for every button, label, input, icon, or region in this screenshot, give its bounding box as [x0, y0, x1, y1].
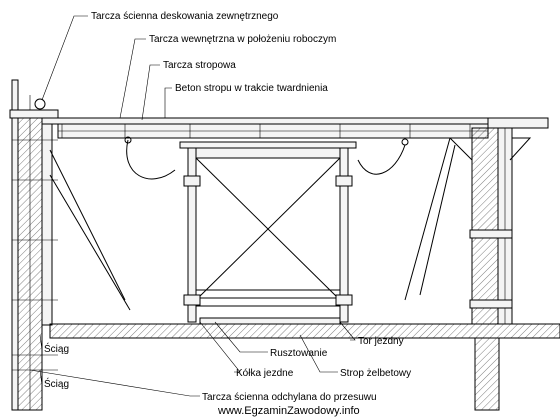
- label-slab-form: Tarcza stropowa: [163, 60, 236, 71]
- slab-form: [41, 117, 549, 139]
- leader-lines: [29, 15, 356, 397]
- right-wall: [404, 127, 532, 325]
- watermark: www.EgzaminZawodowy.info: [217, 405, 360, 417]
- hanging-chains: [124, 136, 409, 180]
- label-outer-wall-form: Tarcza ścienna deskowania zewnętrznego: [91, 11, 279, 22]
- label-scaffolding: Rusztowanie: [270, 348, 328, 359]
- label-tie-2: Ściąg: [44, 377, 69, 390]
- label-slab-concrete: Beton stropu w trakcie twardnienia: [175, 83, 328, 94]
- label-runway: Tor jezdny: [358, 336, 404, 347]
- label-wheels: Kółka jezdne: [236, 368, 294, 379]
- label-tie-1: Ściąg: [44, 342, 69, 355]
- label-inner-wall-form: Tarcza wewnętrzna w położeniu roboczym: [149, 34, 336, 45]
- left-wall: [9, 79, 131, 411]
- label-rc-slab: Strop żelbetowy: [340, 368, 411, 379]
- rc-slab: [49, 323, 560, 411]
- label-wall-form-tilted: Tarcza ścienna odchylana do przesuwu: [202, 392, 377, 403]
- scaffolding-frame: [179, 141, 357, 325]
